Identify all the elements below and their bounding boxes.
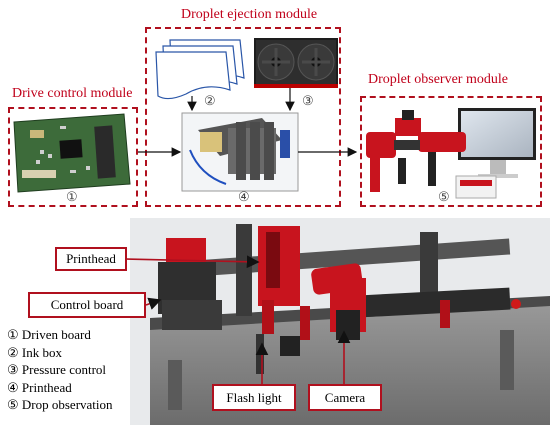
printhead-image [181,112,299,192]
legend-item: ④ Printhead [7,379,72,395]
marker-observer: ⑤ [438,189,450,204]
drive-module-box [8,107,138,207]
label-pointers [125,255,351,384]
legend: ① Driven board ② Ink box ③ Pressure cont… [7,326,113,414]
legend-item: ③ Pressure control [7,362,107,377]
flash-light-label: Flash light [212,384,296,411]
drive-board-image [13,113,131,193]
flow-arrows [138,88,358,157]
observer-module-box [360,96,542,207]
camera-label: Camera [308,384,382,411]
marker-drive: ① [66,189,78,204]
control-board-label: Control board [28,292,146,318]
observer-module-title: Droplet observer module [368,72,508,87]
ink-box-image [155,39,245,100]
observer-image [366,108,536,199]
legend-item: ① Driven board [7,327,91,342]
marker-pressure: ③ [302,93,314,108]
ejection-module-title: Droplet ejection module [181,7,318,22]
pressure-control-image [254,38,338,88]
marker-printhead: ④ [238,189,250,204]
legend-item: ② Ink box [7,344,62,360]
printhead-label: Printhead [55,247,127,271]
ejection-module-box [145,27,341,207]
marker-ink-box: ② [204,93,216,108]
drive-module-title: Drive control module [12,86,133,101]
legend-item: ⑤ Drop observation [7,397,113,412]
